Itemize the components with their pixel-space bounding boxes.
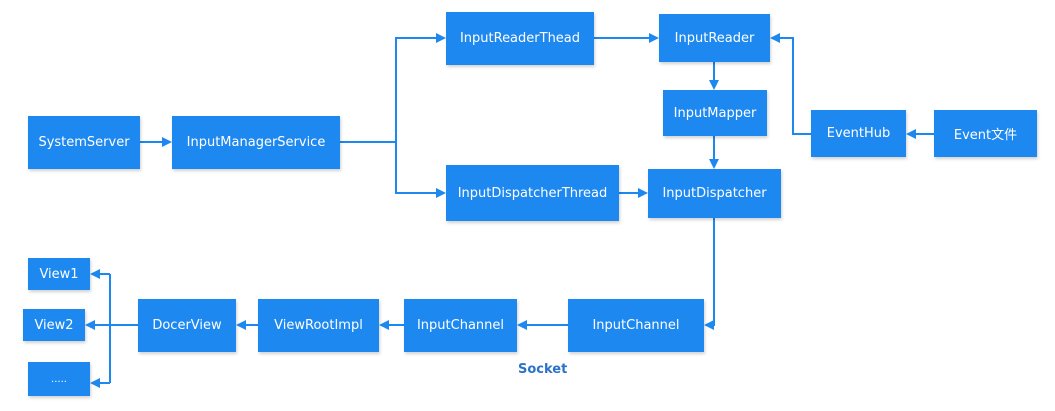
node-system-server: SystemServer — [28, 116, 140, 169]
node-event-file: Event文件 — [934, 110, 1037, 157]
node-event-hub: EventHub — [811, 110, 906, 157]
node-input-mapper: InputMapper — [663, 90, 767, 136]
node-input-dispatcher-thread: InputDispatcherThread — [446, 165, 619, 221]
arrowhead — [436, 33, 446, 43]
node-view-more: ..... — [28, 362, 90, 396]
edge-ims-to-readerthread — [340, 37, 438, 143]
node-docer-view: DocerView — [138, 299, 236, 352]
arrowhead — [236, 320, 246, 330]
arrowhead — [709, 159, 719, 169]
node-input-reader-thread: InputReaderThead — [446, 12, 594, 65]
arrowhead — [436, 188, 446, 198]
arrowhead — [379, 320, 389, 330]
arrowhead — [638, 188, 648, 198]
arrowhead — [90, 269, 100, 279]
node-view1: View1 — [28, 258, 90, 290]
arrowhead — [709, 80, 719, 90]
arrowhead — [90, 378, 100, 388]
socket-label: Socket — [518, 362, 568, 377]
arrowhead — [162, 137, 172, 147]
arrowhead — [704, 320, 714, 330]
arrowhead — [770, 33, 780, 43]
node-input-reader: InputReader — [659, 14, 770, 62]
arrowhead — [517, 320, 527, 330]
node-input-channel-server: InputChannel — [568, 299, 704, 352]
node-view2: View2 — [23, 309, 85, 341]
edge-eventhub-to-reader — [778, 37, 811, 135]
node-input-manager-service: InputManagerService — [172, 116, 340, 169]
node-view-root-impl: ViewRootImpl — [258, 299, 379, 352]
node-input-dispatcher: InputDispatcher — [648, 169, 781, 218]
arrowhead — [649, 33, 659, 43]
edge-dispatcher-to-inputchannel — [712, 218, 715, 326]
node-input-channel-client: InputChannel — [404, 299, 517, 352]
edge-ims-to-dispatcherthread — [395, 142, 438, 194]
arrowhead — [906, 129, 916, 139]
arrowhead — [85, 320, 95, 330]
